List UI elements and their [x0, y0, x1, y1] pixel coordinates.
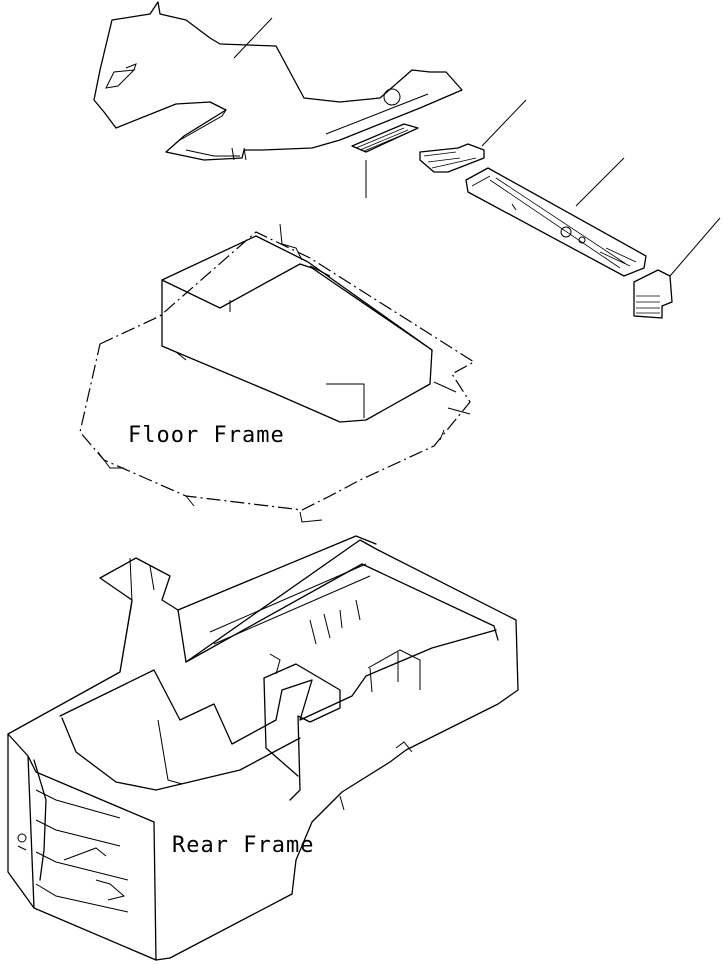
floor-frame-label: Floor Frame [128, 423, 285, 448]
leader-line-l-pad [481, 99, 527, 147]
rear-frame-label: Rear Frame [172, 833, 314, 858]
strip-piece [351, 123, 419, 153]
bracket-piece [633, 269, 673, 319]
leader-line-bracket [669, 217, 721, 277]
leader-line-cover-strip [575, 157, 625, 207]
floor-frame-part [79, 223, 476, 523]
cover-strip-piece [465, 167, 647, 277]
leader-line-mat [233, 17, 273, 59]
l-pad-piece [419, 143, 485, 173]
rear-frame-part [7, 535, 519, 961]
floor-mat-part [93, 1, 463, 161]
